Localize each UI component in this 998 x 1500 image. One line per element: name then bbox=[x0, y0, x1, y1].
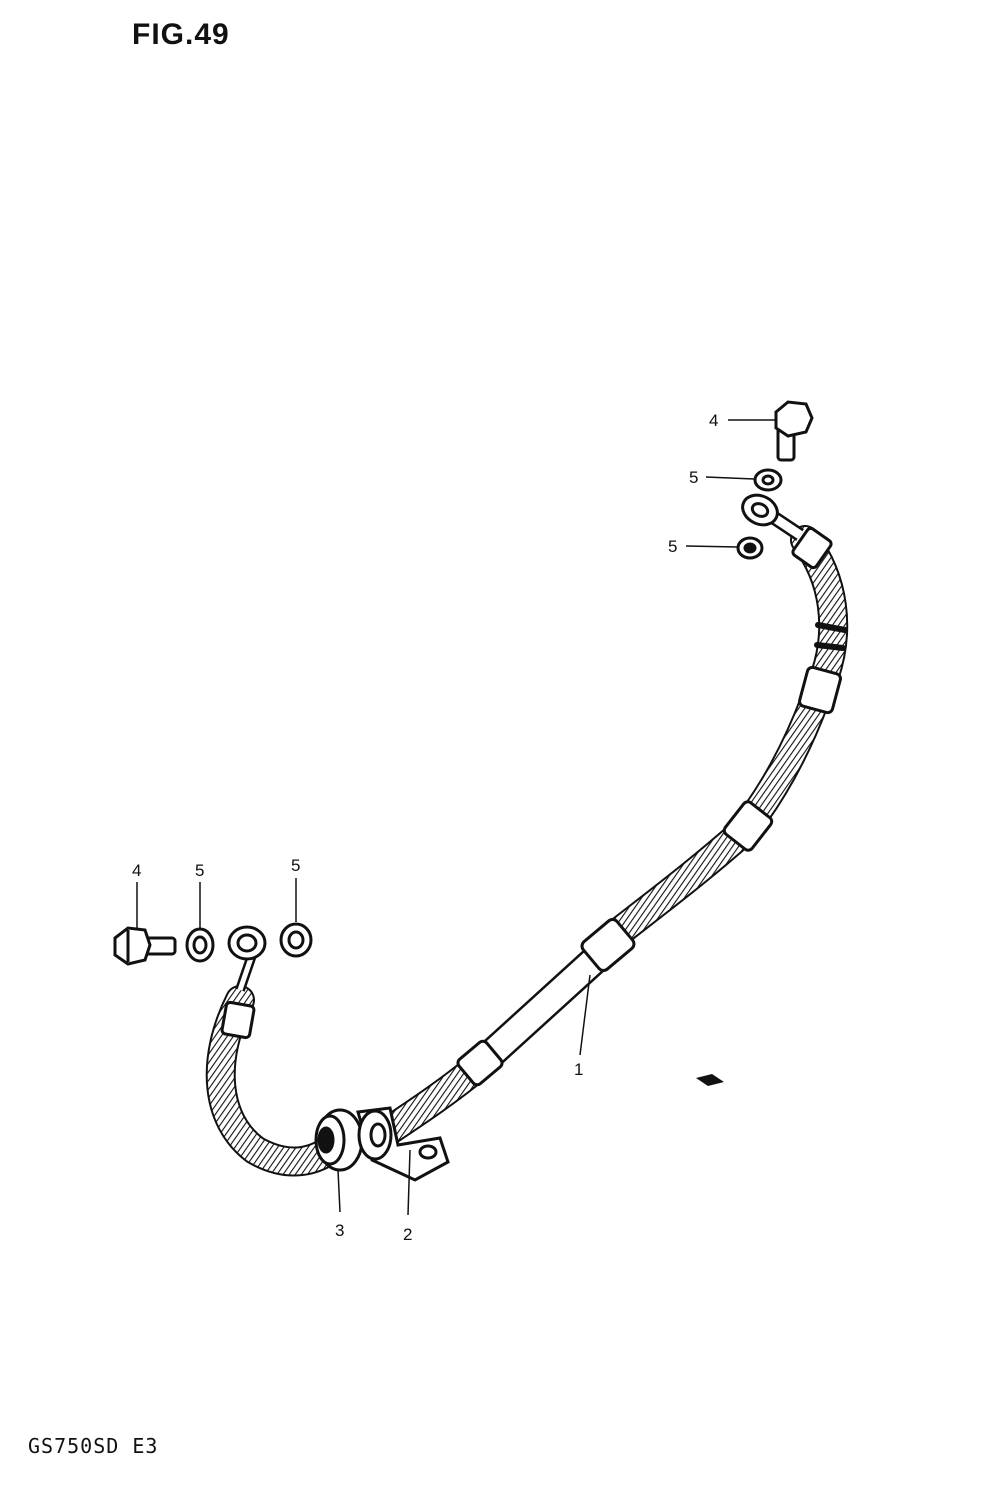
hose-sleeves bbox=[220, 526, 842, 1087]
callout-5-upper-b: 5 bbox=[668, 537, 677, 556]
model-code: GS750SD E3 bbox=[28, 1434, 159, 1458]
upper-banjo-fitting bbox=[741, 493, 804, 541]
callout-1: 1 bbox=[574, 1060, 583, 1079]
callout-2: 2 bbox=[403, 1225, 412, 1244]
leader-lines bbox=[136, 419, 776, 1216]
washer-lower-a bbox=[185, 927, 215, 963]
washer-lower-b bbox=[279, 922, 313, 958]
figure-title: FIG.49 bbox=[132, 18, 230, 51]
union-bolt-lower bbox=[113, 926, 177, 966]
stray-mark bbox=[696, 1074, 724, 1086]
grommet bbox=[314, 1108, 364, 1172]
callout-3: 3 bbox=[335, 1221, 344, 1240]
callout-5-upper-a: 5 bbox=[689, 468, 698, 487]
washer-upper-a bbox=[753, 468, 783, 492]
union-bolt-upper bbox=[774, 400, 814, 462]
callout-4-lower: 4 bbox=[132, 861, 141, 880]
washer-upper-b bbox=[736, 536, 764, 560]
callout-5-lower-a: 5 bbox=[195, 861, 204, 880]
callout-4-upper: 4 bbox=[709, 411, 718, 430]
hose-clamp-bracket bbox=[356, 1106, 450, 1182]
callout-5-lower-b: 5 bbox=[291, 856, 300, 875]
lower-banjo-fitting bbox=[227, 925, 267, 992]
